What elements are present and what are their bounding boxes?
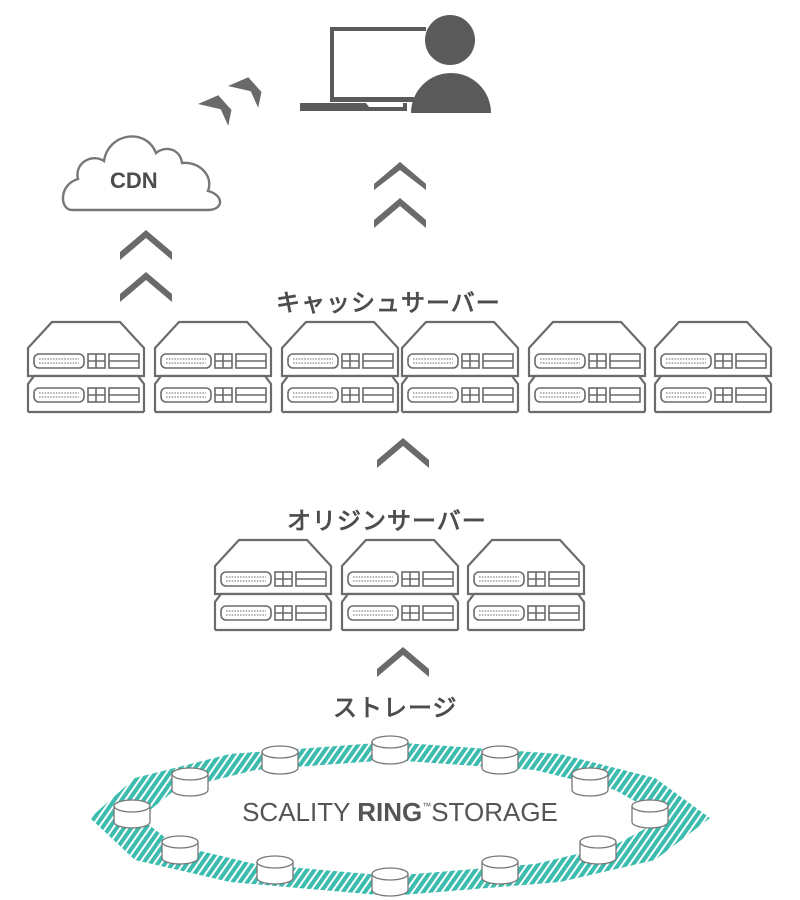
disk-icon	[256, 855, 294, 885]
scality-ring-storage: SCALITY RING™STORAGE	[90, 735, 710, 897]
cdn-label: CDN	[110, 168, 158, 193]
disk-icon	[161, 835, 199, 865]
chevron-up-icon	[120, 272, 172, 302]
server-icon	[400, 320, 520, 414]
double-chevron-up-icon	[374, 162, 426, 228]
storage-label: ストレージ	[333, 694, 458, 722]
server-icon	[26, 320, 146, 414]
ring-label: SCALITY RING™STORAGE	[242, 797, 558, 827]
chevron-up-icon	[377, 647, 429, 677]
disk-icon	[571, 767, 609, 797]
server-icon	[280, 320, 400, 414]
origin-server-label: オリジンサーバー	[287, 507, 487, 535]
chevron-up-icon	[374, 198, 426, 228]
cache-server-label: キャッシュサーバー	[276, 289, 501, 317]
server-icon	[653, 320, 773, 414]
user-laptop-icon	[300, 15, 491, 113]
disk-icon	[481, 745, 519, 775]
server-icon	[340, 538, 460, 632]
server-icon	[466, 538, 586, 632]
ring-label-prefix: SCALITY	[242, 797, 357, 827]
ring-label-tm: ™	[422, 801, 431, 811]
chevron-up-icon	[120, 230, 172, 260]
user-body-icon	[411, 73, 491, 113]
ring-label-suffix: STORAGE	[431, 797, 558, 827]
ring-label-bold: RING	[357, 797, 422, 827]
double-chevron-up-icon	[120, 230, 172, 302]
disk-icon	[371, 735, 409, 765]
cloud-icon	[61, 135, 222, 212]
disk-icon	[481, 855, 519, 885]
disk-icon	[113, 799, 151, 829]
user-head-icon	[425, 15, 475, 65]
chevron-up-icon	[377, 438, 429, 468]
double-chevron-right-icon	[198, 77, 262, 126]
laptop-screen-icon	[330, 27, 426, 102]
disk-icon	[371, 867, 409, 897]
disk-icon	[631, 799, 669, 829]
disk-icon	[261, 745, 299, 775]
disk-icon	[171, 767, 209, 797]
server-icon	[527, 320, 647, 414]
server-icon	[213, 538, 333, 632]
laptop-base-icon	[300, 103, 407, 111]
server-icon	[153, 320, 273, 414]
disk-icon	[579, 835, 617, 865]
